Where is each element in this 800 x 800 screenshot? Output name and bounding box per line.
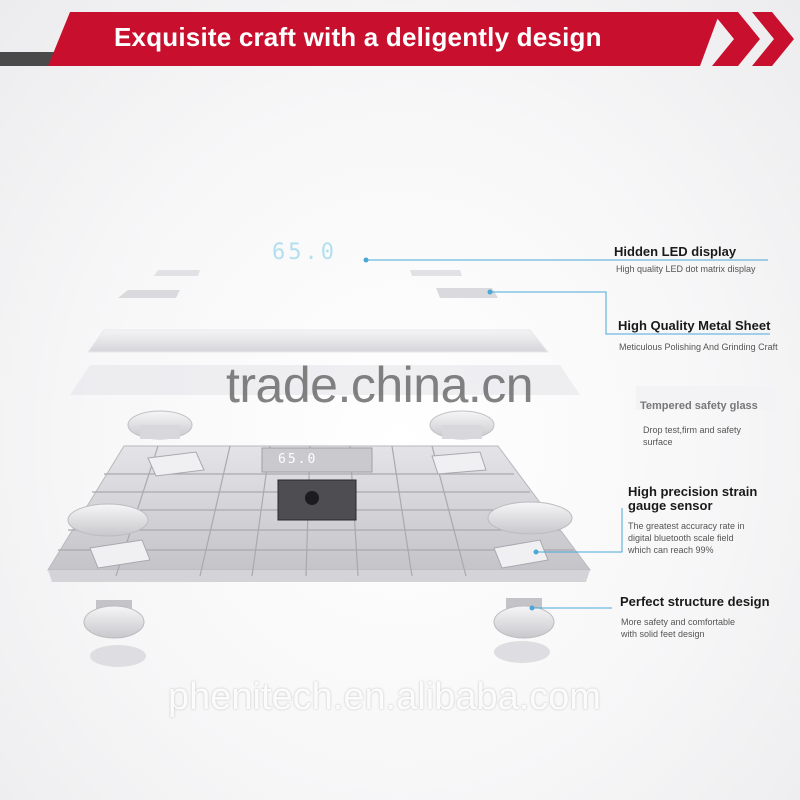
metal-sheet-piece bbox=[154, 270, 200, 276]
callout-dots bbox=[363, 257, 539, 611]
callout-desc-led: High quality LED dot matrix display bbox=[616, 264, 756, 274]
watermark-bottom: phenitech.en.alibaba.com bbox=[168, 676, 602, 718]
header-banner bbox=[0, 12, 794, 66]
sensor-cap-right bbox=[429, 410, 495, 440]
callout-title-structure: Perfect structure design bbox=[620, 594, 770, 609]
callout-title-sensor-2: gauge sensor bbox=[628, 498, 713, 513]
metal-sheet-piece bbox=[436, 288, 498, 298]
strain-gauge-sensor bbox=[431, 451, 487, 475]
circuit-board-chip bbox=[305, 491, 319, 505]
callout-title-led: Hidden LED display bbox=[614, 244, 737, 259]
callout-desc-sensor-3: which can reach 99% bbox=[628, 545, 714, 555]
callout-desc-glass-2: surface bbox=[643, 437, 673, 447]
callout-desc-metal-sheet: Meticulous Polishing And Grinding Craft bbox=[619, 342, 778, 352]
led-readout-on-scale: 65.0 bbox=[278, 452, 318, 467]
sensor-cap-left bbox=[127, 410, 193, 440]
callout-desc-sensor-2: digital bluetooth scale field bbox=[628, 533, 734, 543]
strain-gauge-sensor bbox=[147, 451, 205, 477]
callout-desc-structure-1: More safety and comfortable bbox=[621, 617, 736, 627]
callout-desc-sensor-1: The greatest accuracy rate in bbox=[628, 521, 745, 531]
callout-title-metal-sheet: High Quality Metal Sheet bbox=[618, 318, 771, 333]
strain-gauge-sensor bbox=[487, 501, 573, 569]
scale-base-edge bbox=[48, 570, 590, 582]
glass-layer bbox=[70, 365, 580, 395]
callout-title-sensor-1: High precision strain bbox=[628, 484, 758, 499]
metal-sheet-layer bbox=[87, 329, 550, 353]
metal-sheet-piece bbox=[118, 290, 180, 298]
chevron-right-icon bbox=[752, 12, 794, 66]
callout-desc-structure-2: with solid feet design bbox=[621, 629, 705, 639]
strain-gauge-sensor bbox=[67, 503, 151, 569]
led-readout-floating: 65.0 bbox=[272, 240, 337, 265]
led-display-module bbox=[261, 447, 373, 473]
callout-lines bbox=[366, 259, 770, 609]
glass-label-strip bbox=[636, 386, 776, 410]
banner-red-ribbon bbox=[48, 12, 720, 66]
watermark-top: trade.china.cn bbox=[226, 357, 534, 413]
callout-title-glass: Tempered safety glass bbox=[640, 400, 758, 412]
scale-foot-left bbox=[83, 600, 146, 667]
callout-desc-glass-1: Drop test,firm and safety bbox=[643, 425, 742, 435]
metal-sheet-piece bbox=[410, 270, 462, 276]
chevron-right-icon bbox=[712, 12, 760, 66]
banner-title: Exquisite craft with a deligently design bbox=[114, 22, 602, 52]
